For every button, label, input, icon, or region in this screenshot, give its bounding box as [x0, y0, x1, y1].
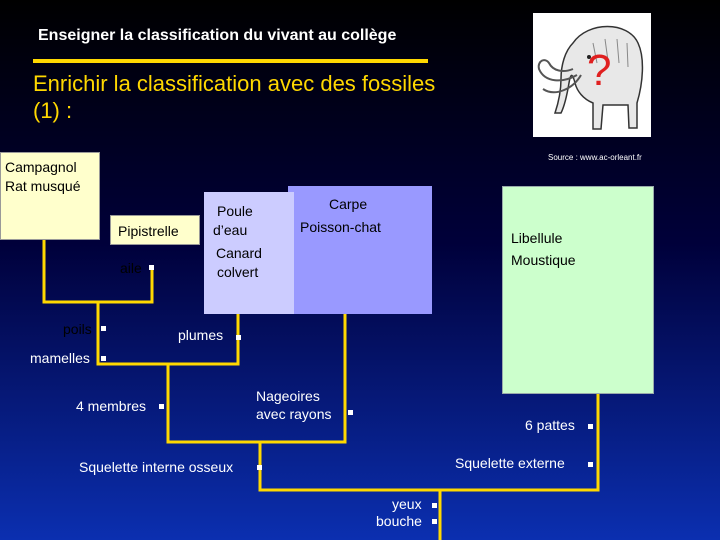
bat-group-box: [110, 215, 200, 245]
character-squelette-externe: Squelette externe: [455, 455, 565, 471]
node-marker-membres: [159, 404, 164, 409]
node-marker-plumes: [236, 335, 241, 340]
bird-label-colvert: colvert: [217, 264, 259, 280]
mammal-label-campagnol: Campagnol: [5, 159, 77, 175]
bird-label-eau: d’eau: [213, 222, 248, 238]
node-marker-nageoires: [348, 410, 353, 415]
node-marker-bouche: [432, 519, 437, 524]
slide-title: Enrichir la classification avec des foss…: [33, 71, 436, 123]
node-marker-interne: [257, 465, 262, 470]
character-plumes: plumes: [178, 327, 224, 343]
character-bouche: bouche: [376, 513, 422, 529]
insect-group-box: [502, 186, 654, 394]
bird-label-poule: Poule: [217, 203, 253, 219]
character-poils: poils: [63, 321, 92, 337]
bird-group-box: [204, 192, 294, 314]
node-marker-yeux: [432, 503, 437, 508]
bird-label-canard: Canard: [216, 245, 262, 261]
mammal-label-rat: Rat musqué: [5, 178, 81, 194]
mammal-group-box: [0, 152, 100, 240]
fish-label-carpe: Carpe: [329, 196, 368, 212]
insect-label-moustique: Moustique: [511, 252, 576, 268]
question-mark: ?: [587, 46, 611, 95]
insect-label-libellule: Libellule: [511, 230, 563, 246]
bat-label: Pipistrelle: [118, 223, 179, 239]
character-mamelles: mamelles: [30, 350, 90, 366]
slide-header: Enseigner la classification du vivant au…: [38, 27, 397, 44]
character-4-membres: 4 membres: [76, 398, 147, 414]
mammoth-image: ?: [533, 13, 651, 137]
fish-label-poisson-chat: Poisson-chat: [300, 219, 381, 235]
image-credit: Source : www.ac-orleant.fr: [548, 153, 642, 162]
character-6-pattes: 6 pattes: [525, 417, 575, 433]
character-yeux: yeux: [392, 496, 422, 512]
node-marker-externe: [588, 462, 593, 467]
title-underline: [33, 59, 428, 63]
character-squelette-interne: Squelette interne osseux: [79, 459, 234, 475]
node-marker-mamelles: [101, 356, 106, 361]
character-aile: aile: [120, 260, 142, 276]
mammoth-sketch-icon: ?: [537, 25, 644, 130]
character-avec-rayons: avec rayons: [256, 406, 332, 422]
node-marker-poils: [101, 326, 106, 331]
character-nageoires: Nageoires: [256, 388, 320, 404]
node-marker-aile: [149, 265, 154, 270]
branch-vertebrates: [166, 314, 347, 444]
fish-group-box: [288, 186, 432, 314]
node-marker-pattes: [588, 424, 593, 429]
